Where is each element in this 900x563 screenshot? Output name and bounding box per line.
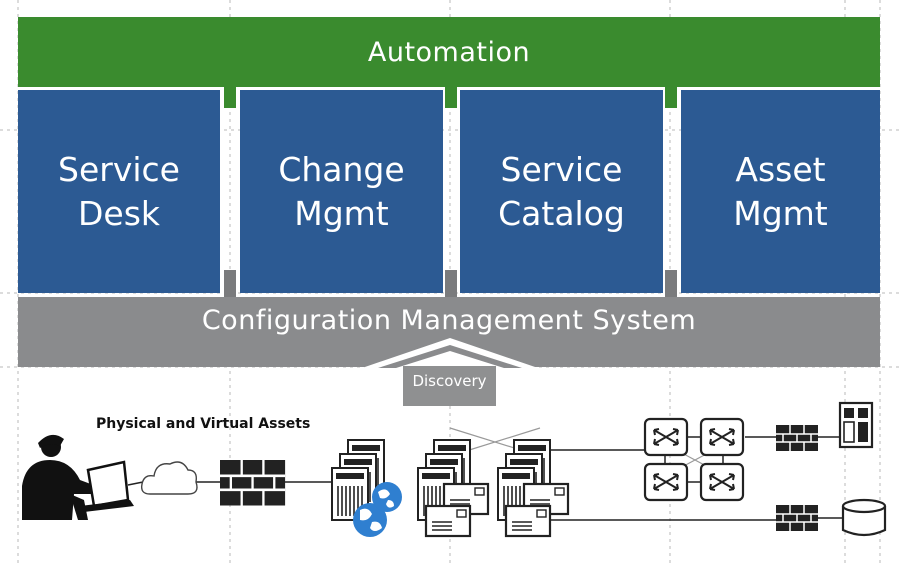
switch-icon [643, 462, 689, 502]
discovery-label: Discovery [412, 372, 487, 390]
switch-icon [699, 462, 745, 502]
cms-connector [445, 270, 457, 300]
discovery-box: Discovery [403, 366, 496, 406]
mail-server-icon [417, 439, 490, 538]
cms-title: Configuration Management System [201, 305, 697, 336]
cms-connector [224, 270, 236, 300]
network-lines [127, 436, 845, 521]
automation-layer: Automation [18, 17, 880, 87]
automation-connector [224, 86, 236, 108]
firewall-icon [775, 504, 819, 532]
mail-server-icon [497, 439, 570, 538]
storage-unit-icon [838, 401, 874, 449]
user-at-laptop-icon [22, 434, 134, 520]
cms-connector [665, 270, 677, 300]
globe-icon [353, 482, 402, 537]
automation-connector [665, 86, 677, 108]
assets-title: Physical and Virtual Assets [96, 416, 311, 432]
automation-title: Automation [367, 37, 531, 68]
firewall-icon [218, 458, 287, 507]
switch-icon [699, 417, 745, 457]
switch-icon [643, 417, 689, 457]
firewall-icon [775, 424, 819, 452]
database-icon [841, 498, 887, 537]
cloud-icon [140, 461, 198, 495]
automation-connector [445, 86, 457, 108]
